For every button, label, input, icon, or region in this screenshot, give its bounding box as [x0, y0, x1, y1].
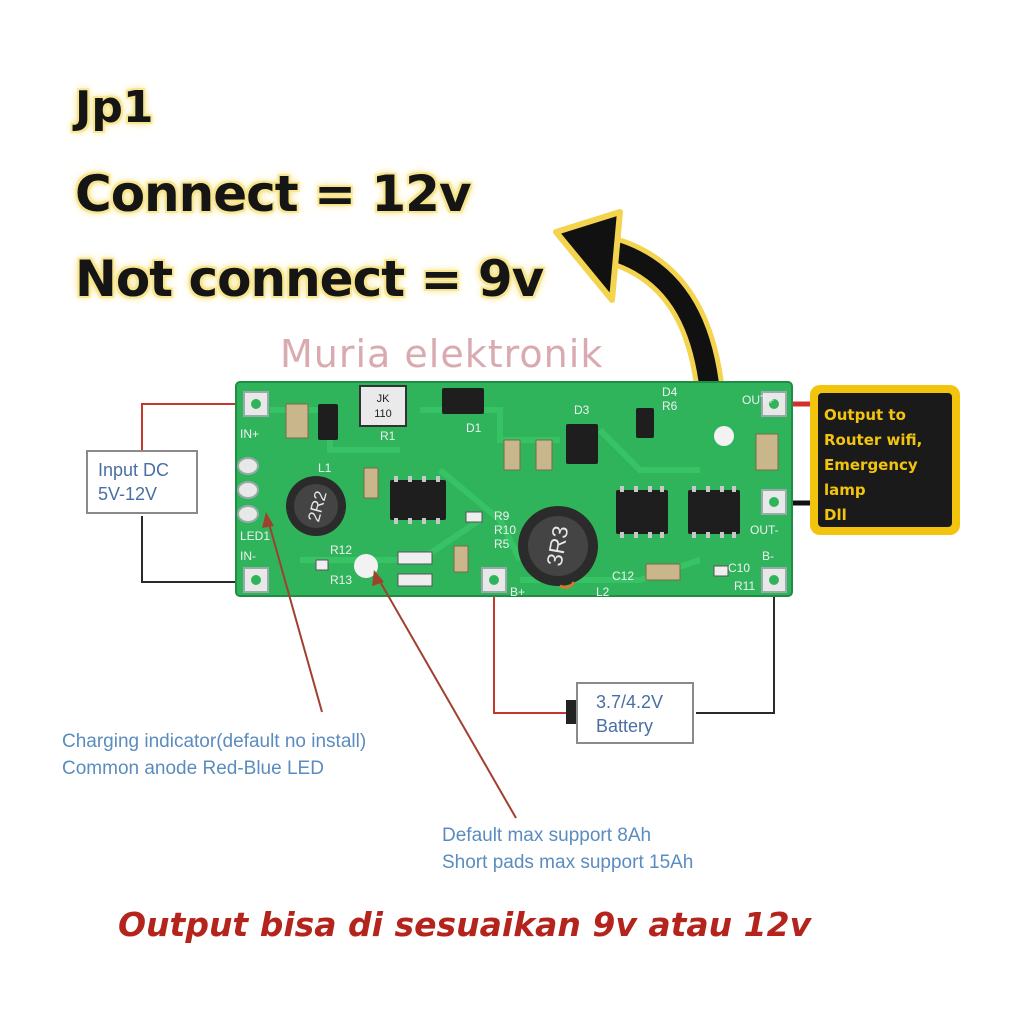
output-label-box: Output to Router wifi, Emergency lamp Dl…	[810, 385, 960, 535]
silk-in-minus: IN-	[240, 549, 256, 563]
svg-text:JK: JK	[377, 393, 391, 405]
svg-text:R6: R6	[662, 399, 678, 413]
footer-caption: Output bisa di sesuaikan 9v atau 12v	[118, 905, 812, 944]
silk-in-plus: IN+	[240, 427, 259, 441]
pads-pointer-arrow	[377, 577, 517, 819]
output-line2: Router wifi,	[824, 431, 923, 449]
battery-line1: 3.7/4.2V	[596, 692, 664, 712]
svg-text:R12: R12	[330, 543, 352, 557]
watermark-text: Muria elektronik	[280, 332, 604, 376]
charging-pointer-arrow	[267, 519, 323, 713]
svg-text:L2: L2	[596, 585, 610, 599]
svg-text:C12: C12	[612, 569, 634, 583]
svg-text:R10: R10	[494, 523, 516, 537]
charging-indicator-note: Charging indicator(default no install) C…	[62, 728, 366, 782]
silk-b-plus: B+	[510, 585, 525, 599]
svg-text:D1: D1	[466, 421, 482, 435]
battery-terminal	[566, 700, 576, 724]
output-line3: Emergency	[824, 456, 918, 474]
jumper-connect-text: Connect = 12v	[75, 165, 472, 223]
silk-out-plus: OUT+	[742, 393, 774, 407]
battery-wire-black	[696, 580, 775, 714]
jumper-title: Jp1	[75, 82, 154, 133]
svg-text:R9: R9	[494, 509, 510, 523]
svg-text:R13: R13	[330, 573, 352, 587]
svg-text:D3: D3	[574, 403, 590, 417]
input-line2: 5V-12V	[98, 484, 158, 504]
output-line5: Dll	[824, 506, 847, 524]
battery-line2: Battery	[596, 716, 654, 736]
svg-text:D4: D4	[662, 385, 678, 399]
inductor-2r2: 2R2	[286, 476, 346, 536]
charging-note-line2: Common anode Red-Blue LED	[62, 758, 324, 779]
svg-text:R5: R5	[494, 537, 510, 551]
charging-note-line1: Charging indicator(default no install)	[62, 731, 367, 752]
battery-wire-red	[493, 580, 568, 714]
inductor-3r3: 3R3	[518, 506, 598, 589]
output-line1: Output to	[824, 406, 906, 424]
svg-text:R1: R1	[380, 429, 396, 443]
chip-jk110: JK 110	[359, 385, 407, 427]
silk-b-minus: B-	[762, 549, 774, 563]
capacity-note-line1: Default max support 8Ah	[442, 825, 652, 846]
silk-out-minus: OUT-	[750, 523, 779, 537]
pcb-board: 2R2 3R3 JK 11	[235, 381, 793, 599]
output-label-inner: Output to Router wifi, Emergency lamp Dl…	[818, 393, 952, 527]
input-line1: Input DC	[98, 460, 170, 480]
input-wire-red	[141, 403, 248, 452]
jumper-not-connect-text: Not connect = 9v	[75, 250, 544, 308]
svg-text:L1: L1	[318, 461, 332, 475]
capacity-note-line2: Short pads max support 15Ah	[442, 852, 694, 873]
output-line4: lamp	[824, 481, 866, 499]
input-wire-black	[141, 516, 248, 583]
svg-text:R11: R11	[734, 579, 755, 593]
svg-text:110: 110	[374, 408, 392, 420]
battery-box: 3.7/4.2V Battery	[576, 682, 694, 744]
input-dc-box: Input DC 5V-12V	[86, 450, 198, 514]
capacity-note: Default max support 8Ah Short pads max s…	[442, 822, 693, 876]
silk-led1: LED1	[240, 529, 270, 543]
svg-text:C10: C10	[728, 561, 750, 575]
